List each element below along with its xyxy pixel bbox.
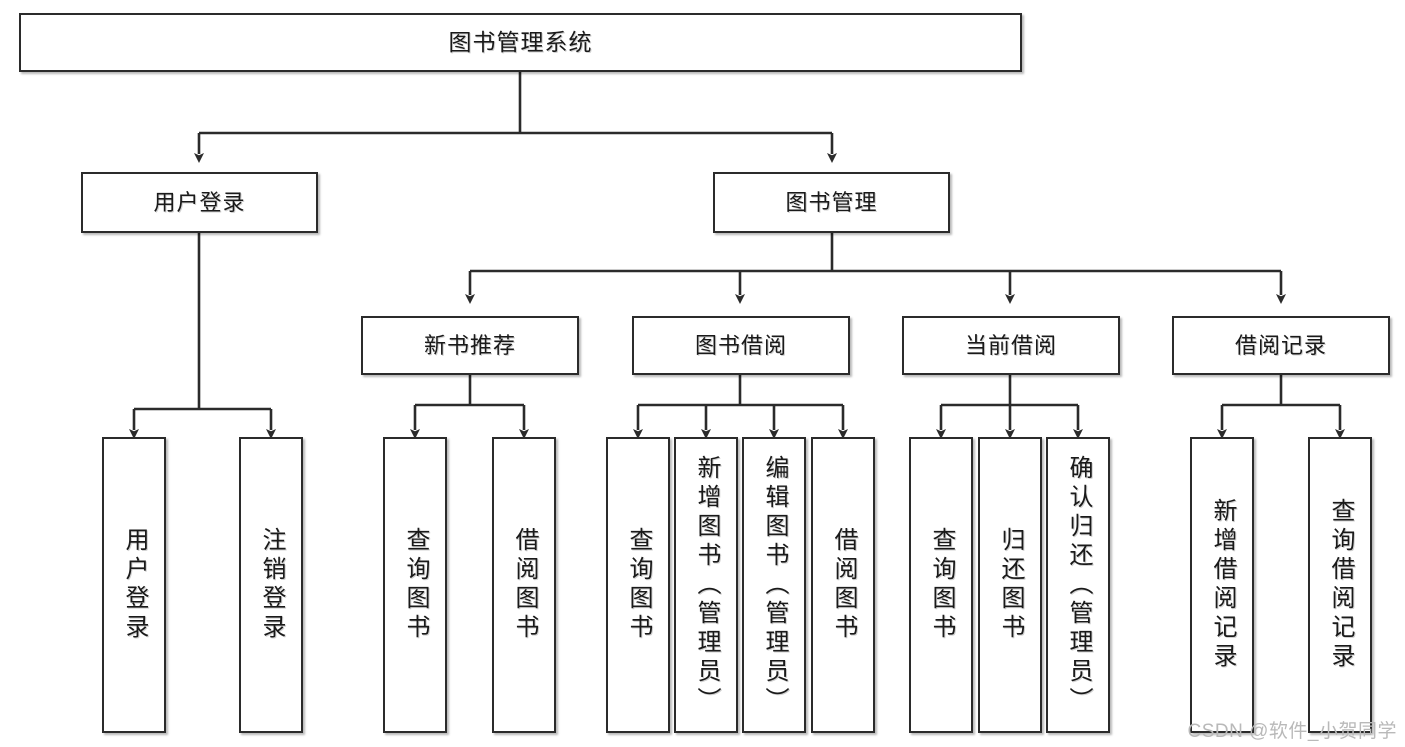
leaf-current-return-book[interactable]: 归还图书 (978, 437, 1042, 733)
node-user-login[interactable]: 用户登录 (81, 172, 318, 233)
node-label: 注销登录 (258, 527, 285, 643)
node-label: 查询图书 (625, 527, 652, 643)
node-label: 编辑图书（管理员） (761, 454, 788, 716)
node-label: 查询借阅记录 (1327, 498, 1354, 672)
leaf-newbook-borrow-book[interactable]: 借阅图书 (492, 437, 556, 733)
leaf-user-login[interactable]: 用户登录 (102, 437, 166, 733)
node-label: 查询图书 (402, 527, 429, 643)
leaf-record-add-record[interactable]: 新增借阅记录 (1190, 437, 1254, 733)
node-root-system[interactable]: 图书管理系统 (19, 13, 1022, 72)
leaf-current-confirm-return[interactable]: 确认归还（管理员） (1046, 437, 1110, 733)
node-label: 查询图书 (928, 527, 955, 643)
node-label: 借阅图书 (830, 527, 857, 643)
node-label: 用户登录 (153, 189, 246, 215)
node-label: 确认归还（管理员） (1065, 454, 1092, 716)
node-label: 新书推荐 (423, 332, 516, 358)
leaf-borrow-add-book[interactable]: 新增图书（管理员） (674, 437, 738, 733)
node-label: 借阅图书 (511, 527, 538, 643)
node-label: 图书管理系统 (448, 29, 593, 56)
leaf-newbook-query-book[interactable]: 查询图书 (383, 437, 447, 733)
node-borrow-record[interactable]: 借阅记录 (1172, 316, 1390, 375)
node-label: 图书管理 (785, 189, 878, 215)
node-current-borrow[interactable]: 当前借阅 (902, 316, 1120, 375)
leaf-borrow-borrow-book[interactable]: 借阅图书 (811, 437, 875, 733)
node-label: 归还图书 (997, 527, 1024, 643)
leaf-record-query-record[interactable]: 查询借阅记录 (1308, 437, 1372, 733)
node-label: 图书借阅 (694, 332, 787, 358)
leaf-borrow-edit-book[interactable]: 编辑图书（管理员） (742, 437, 806, 733)
node-new-book-recommend[interactable]: 新书推荐 (361, 316, 579, 375)
watermark-credit: CSDN @软件_小贺同学 (1187, 721, 1397, 742)
node-book-management[interactable]: 图书管理 (713, 172, 950, 233)
leaf-logout[interactable]: 注销登录 (239, 437, 303, 733)
node-label: 当前借阅 (964, 332, 1057, 358)
leaf-borrow-query-book[interactable]: 查询图书 (606, 437, 670, 733)
node-label: 借阅记录 (1234, 332, 1327, 358)
node-book-borrow[interactable]: 图书借阅 (632, 316, 850, 375)
node-label: 新增借阅记录 (1209, 498, 1236, 672)
leaf-current-query-book[interactable]: 查询图书 (909, 437, 973, 733)
node-label: 新增图书（管理员） (693, 454, 720, 716)
node-label: 用户登录 (121, 527, 148, 643)
